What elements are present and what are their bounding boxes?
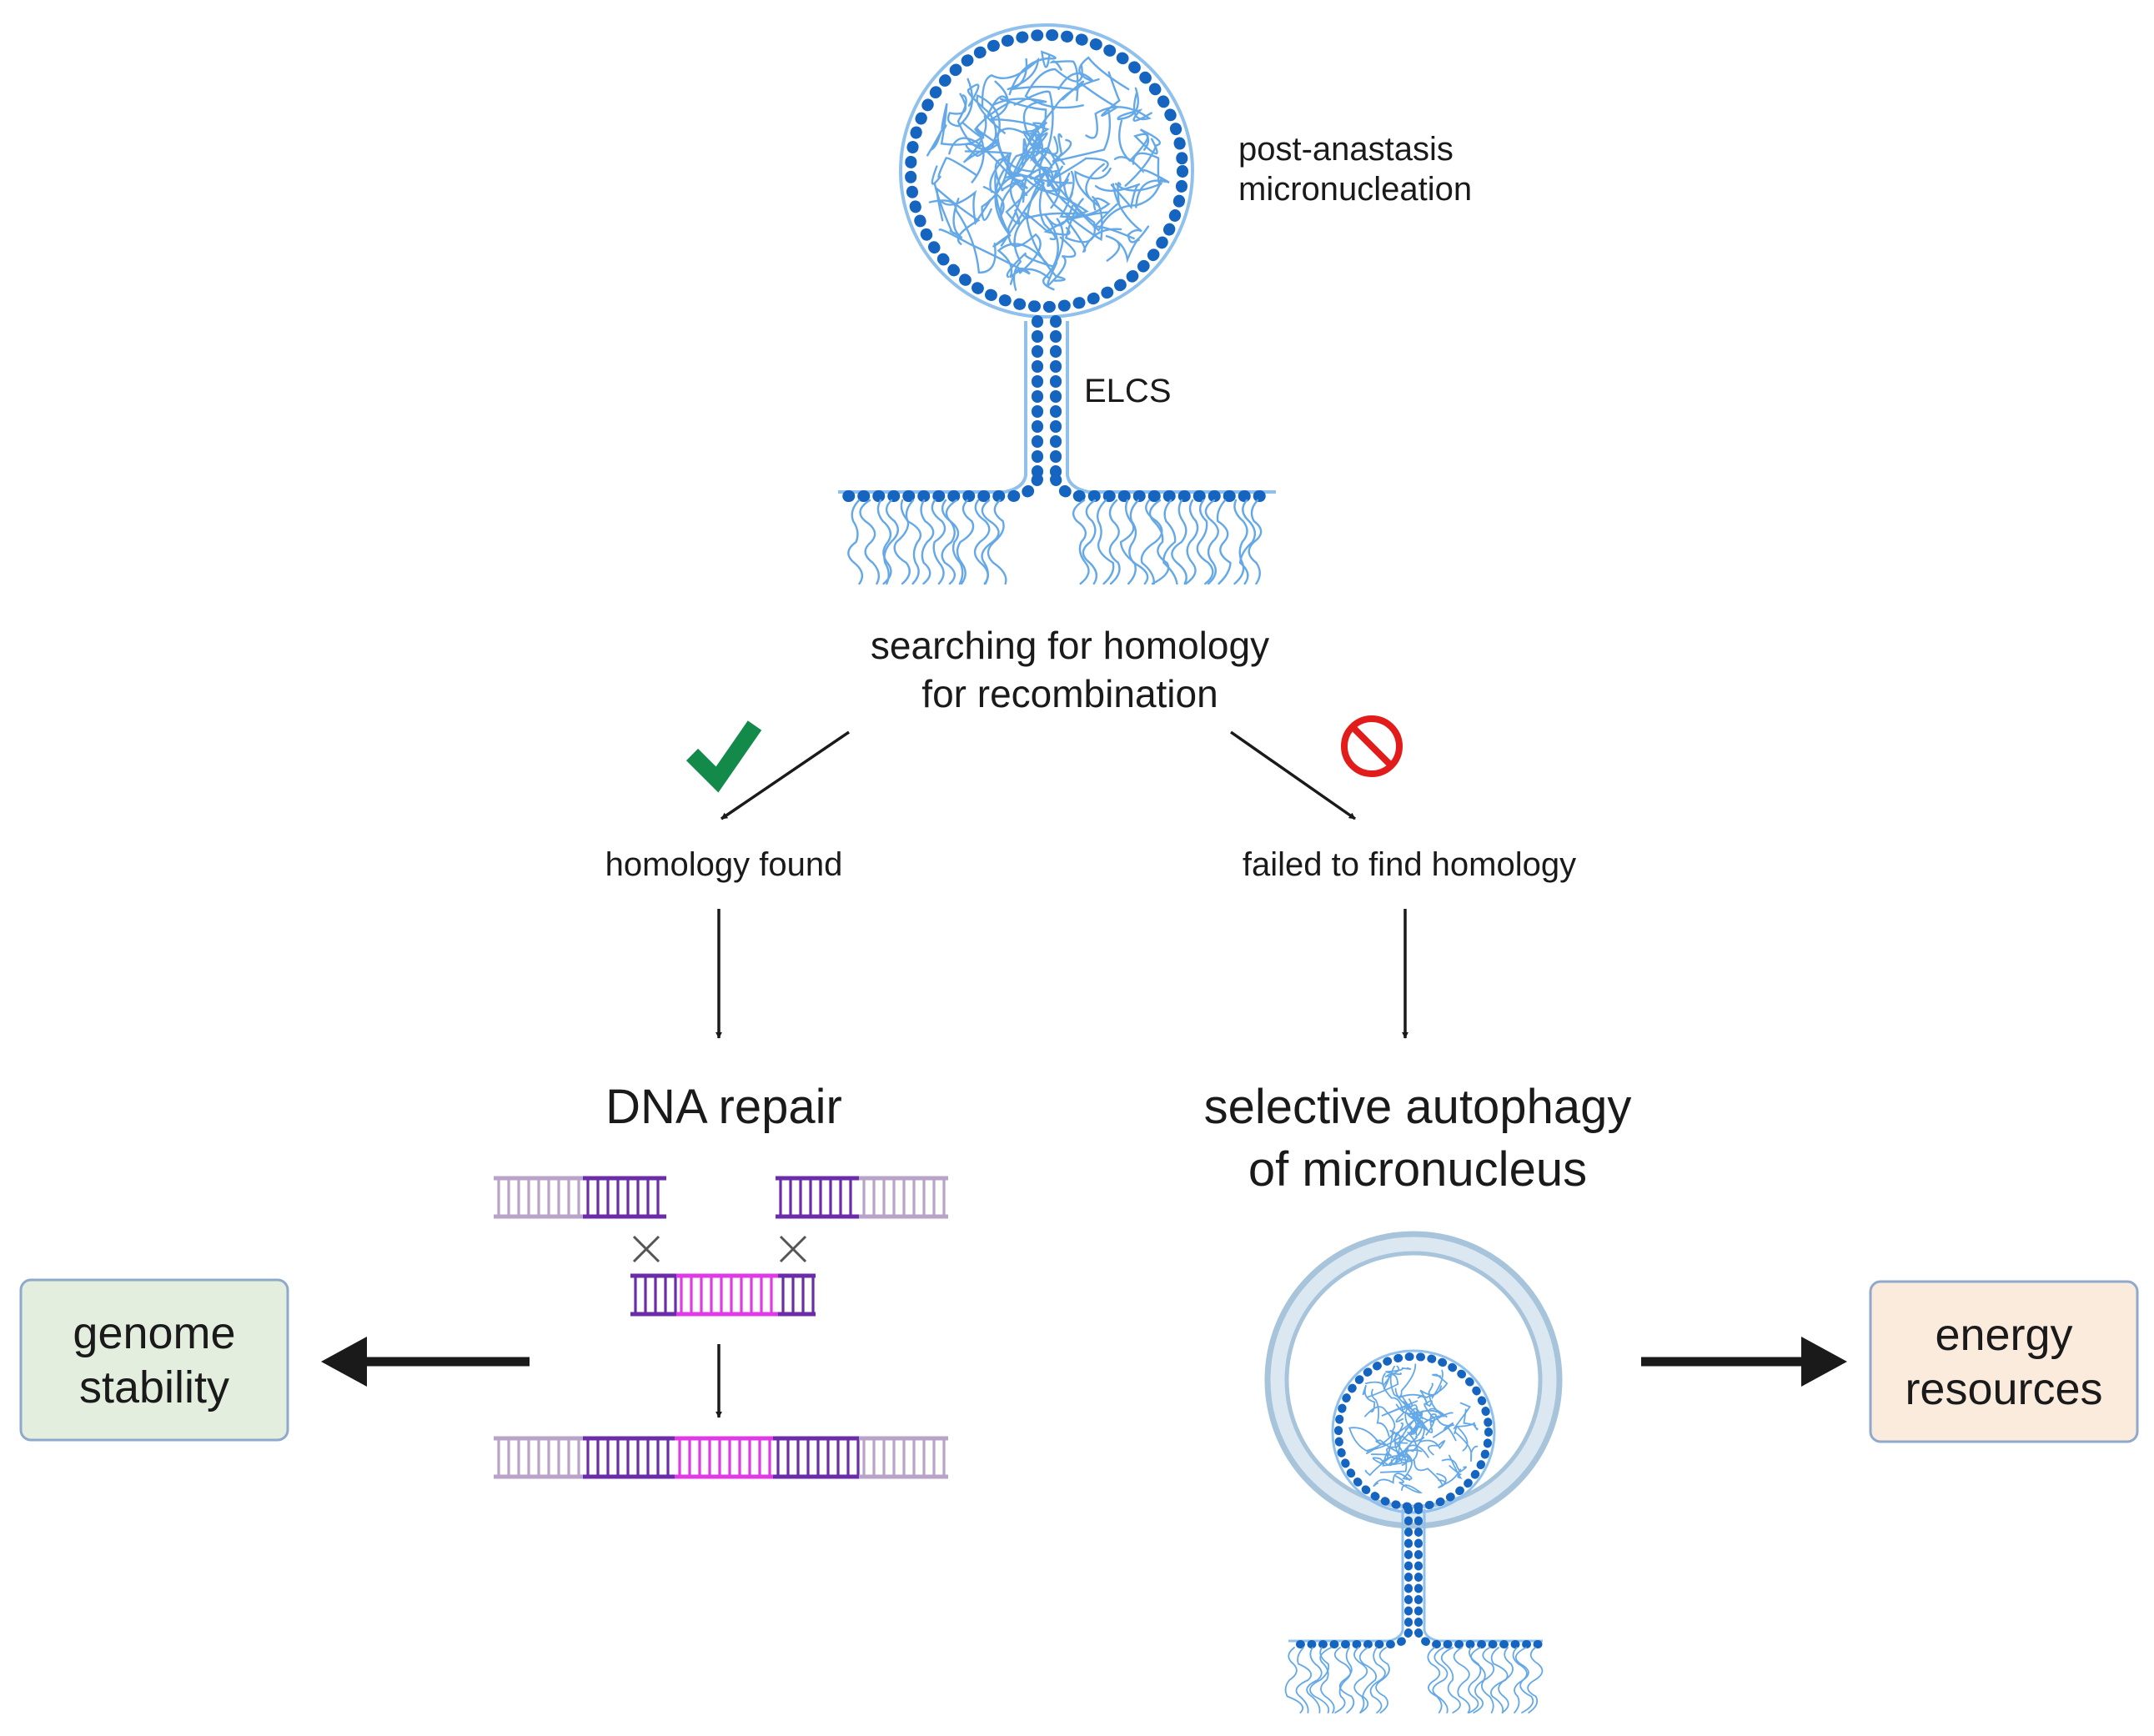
failed-homology-label: failed to find homology <box>1243 846 1576 883</box>
micronucleation-label-1: post-anastasis <box>1238 131 1454 168</box>
search-label-1: searching for homology <box>871 624 1269 667</box>
energy-resources-box: energy resources <box>1869 1280 2139 1443</box>
elcs-stalk <box>1032 315 1062 485</box>
autophagy-label-2: of micronucleus <box>1248 1142 1587 1197</box>
cross-icon <box>632 1235 660 1263</box>
micronucleation-label-2: micronucleation <box>1238 171 1472 208</box>
homology-found-label: homology found <box>605 846 843 883</box>
genome-stability-label-1: genome <box>73 1308 235 1358</box>
micronucleus-chromatin <box>926 50 1170 291</box>
genome-stability-box: genome stability <box>19 1278 289 1442</box>
cross-icon <box>779 1235 807 1263</box>
energy-resources-label-2: resources <box>1905 1364 2102 1414</box>
dna-recombination-graphic <box>494 1176 948 1479</box>
main-nucleus-envelope <box>838 474 1278 502</box>
check-icon <box>685 720 762 793</box>
prohibited-icon <box>1341 715 1403 777</box>
arrow-to-found <box>721 730 850 820</box>
engulfed-micronucleus-chromatin <box>1348 1363 1479 1494</box>
search-label-2: for recombination <box>921 672 1218 715</box>
main-nucleus-chromatin <box>847 499 1263 585</box>
autophagosome-inner-membrane <box>1284 1251 1543 1509</box>
micronucleus-top <box>838 23 1278 585</box>
nuclear-envelope <box>905 29 1188 313</box>
micronucleus-outline <box>899 23 1194 319</box>
energy-resources-label-1: energy <box>1935 1310 2072 1360</box>
dna-repair-label: DNA repair <box>605 1080 842 1134</box>
arrow-to-genome-stability-head <box>321 1337 367 1387</box>
elcs-label: ELCS <box>1084 373 1172 409</box>
genome-stability-label-2: stability <box>79 1362 229 1412</box>
autophagosome <box>1264 1231 1563 1713</box>
arrow-to-energy-resources-head <box>1801 1337 1847 1387</box>
engulfed-micronucleus-envelope <box>1334 1352 1493 1511</box>
autophagy-label-1: selective autophagy <box>1204 1080 1632 1134</box>
arrow-to-failed <box>1229 730 1357 820</box>
